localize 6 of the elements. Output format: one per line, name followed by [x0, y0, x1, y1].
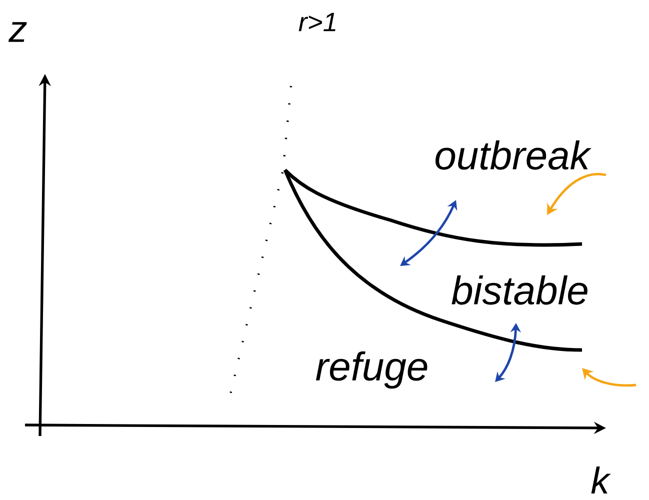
- region-label: outbreak: [436, 140, 592, 170]
- threshold-label: r>1: [298, 12, 336, 32]
- region-label: refuge: [316, 351, 428, 389]
- axis-label: z: [8, 22, 27, 42]
- axis-label: k: [591, 466, 611, 494]
- region-label: bistable: [452, 275, 588, 305]
